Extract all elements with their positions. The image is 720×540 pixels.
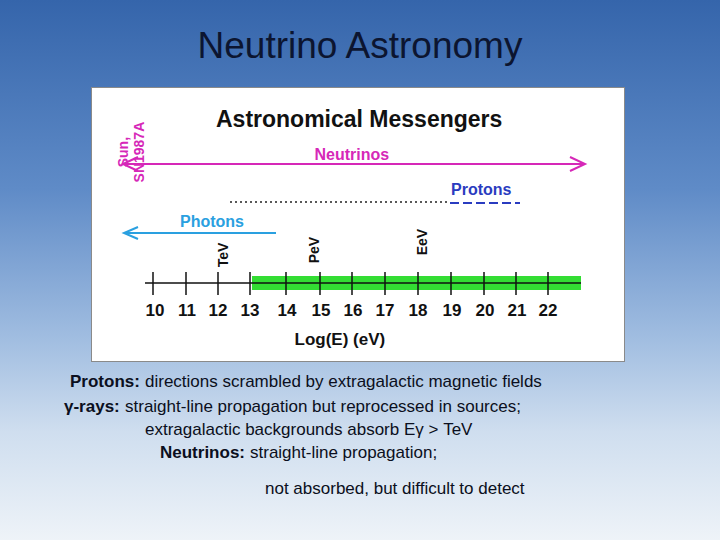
chart-panel: Astronomical Messengers (91, 87, 625, 362)
note-term: Protons: (70, 372, 140, 392)
axis-number: 18 (409, 301, 428, 321)
note-text: not absorbed, but difficult to detect (265, 479, 525, 499)
axis-title: Log(E) (eV) (295, 330, 386, 350)
axis-number: 11 (178, 301, 196, 321)
panel-heading: Astronomical Messengers (216, 106, 502, 132)
axis-number: 19 (443, 301, 462, 321)
energy-unit: PeV (306, 237, 322, 263)
axis-number: 16 (344, 301, 363, 321)
messenger-label: Photons (180, 213, 244, 231)
note-text: straight-line propagation but reprocesse… (125, 397, 521, 417)
axis-number: 17 (376, 301, 395, 321)
energy-unit: TeV (215, 243, 231, 268)
note-text: straight-line propagation; (250, 443, 437, 463)
axis-number: 12 (209, 301, 228, 321)
slide-title: Neutrino Astronomy (198, 25, 523, 68)
axis-number: 22 (539, 301, 558, 321)
source-label: Sun, SN1987A (115, 117, 147, 187)
proton-line (450, 202, 520, 204)
axis-number: 14 (278, 301, 297, 321)
messenger-label: Protons (451, 181, 511, 199)
axis-number: 10 (146, 301, 165, 321)
note-text: directions scrambled by extragalactic ma… (145, 372, 542, 392)
note-term: Neutrinos: (160, 443, 245, 463)
note-text: extragalactic backgrounds absorb Eγ > Te… (145, 420, 472, 440)
proton-dotted-line (230, 201, 448, 203)
note-term: γ-rays: (64, 397, 120, 417)
neutrino-arrow (124, 163, 584, 165)
arrow-head (570, 157, 585, 171)
axis-number: 21 (508, 301, 527, 321)
axis-number: 13 (241, 301, 260, 321)
arrow-head (124, 227, 138, 239)
messenger-label: Neutrinos (315, 146, 390, 164)
axis-number: 20 (476, 301, 495, 321)
energy-unit: EeV (414, 229, 430, 255)
photon-arrow (125, 232, 276, 234)
chart-panel (91, 87, 625, 362)
axis-ticks (153, 272, 548, 295)
axis-number: 15 (312, 301, 331, 321)
